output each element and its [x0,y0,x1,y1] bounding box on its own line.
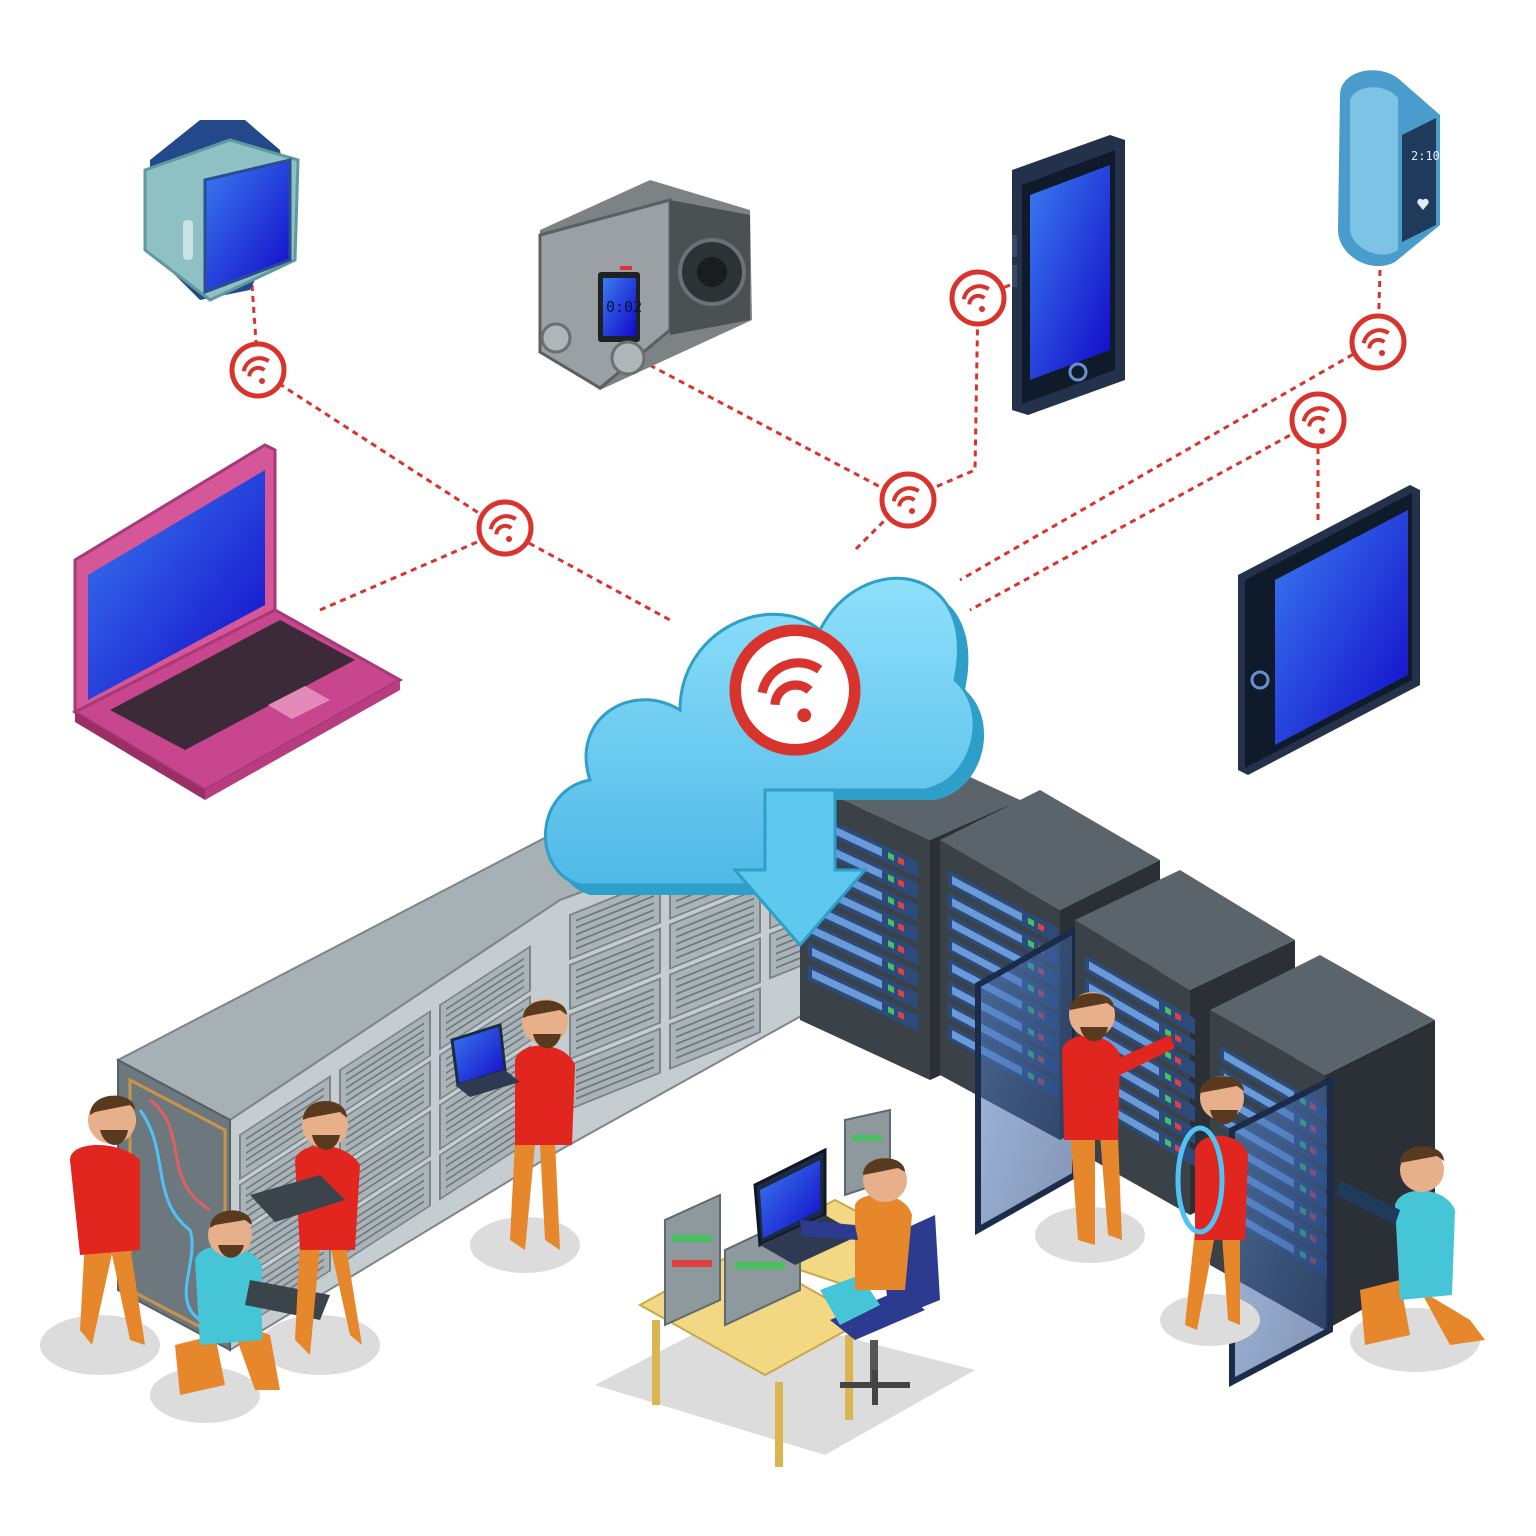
link-camera [639,358,908,552]
heart-icon [1417,198,1429,210]
desk-server-unit [664,1108,891,1327]
technician-person [1175,1076,1248,1330]
fitness-band-device: 2:10 [1338,70,1440,267]
wifi-icon [479,502,531,554]
technician-person [450,999,575,1250]
smartwatch-device [143,120,300,302]
technician-person [70,1095,145,1345]
link-smartwatch [250,284,671,622]
fitness-band-time: 2:10 [1411,149,1440,163]
phone-home-button [1068,362,1088,382]
operator-desk [637,1108,940,1467]
wifi-icon [735,630,855,750]
technician-person [1335,1146,1485,1345]
wifi-icon [232,344,284,396]
technician-person [250,1100,362,1355]
camera-lens [697,257,727,287]
wifi-icon [952,272,1004,324]
technicians [70,992,1485,1395]
wifi-icon [882,474,934,526]
watch-crown [183,220,193,260]
link-phone [904,283,1011,502]
cloud-icon [544,576,985,948]
laptop-keyboard [110,620,355,750]
action-camera-device: 0:02 [538,180,752,390]
smartphone-device [1012,135,1125,415]
camera-display-text: 0:02 [606,298,642,316]
laptop-device [71,443,404,800]
link-laptop [319,528,506,612]
rack-glass-door [975,924,1078,1236]
wifi-badges [232,272,1404,554]
tablet-home-button [1250,670,1270,690]
wifi-icon [1352,316,1404,368]
wifi-icon [1292,394,1344,446]
camera-display [603,278,636,336]
technician-person [1062,992,1175,1245]
laptop-touchpad [268,686,330,719]
connection-lines [250,269,1382,622]
tablet-device [1238,485,1420,775]
cable-loop [1175,1125,1225,1235]
arrow-down-icon [731,788,869,948]
technician-person [800,1158,912,1325]
